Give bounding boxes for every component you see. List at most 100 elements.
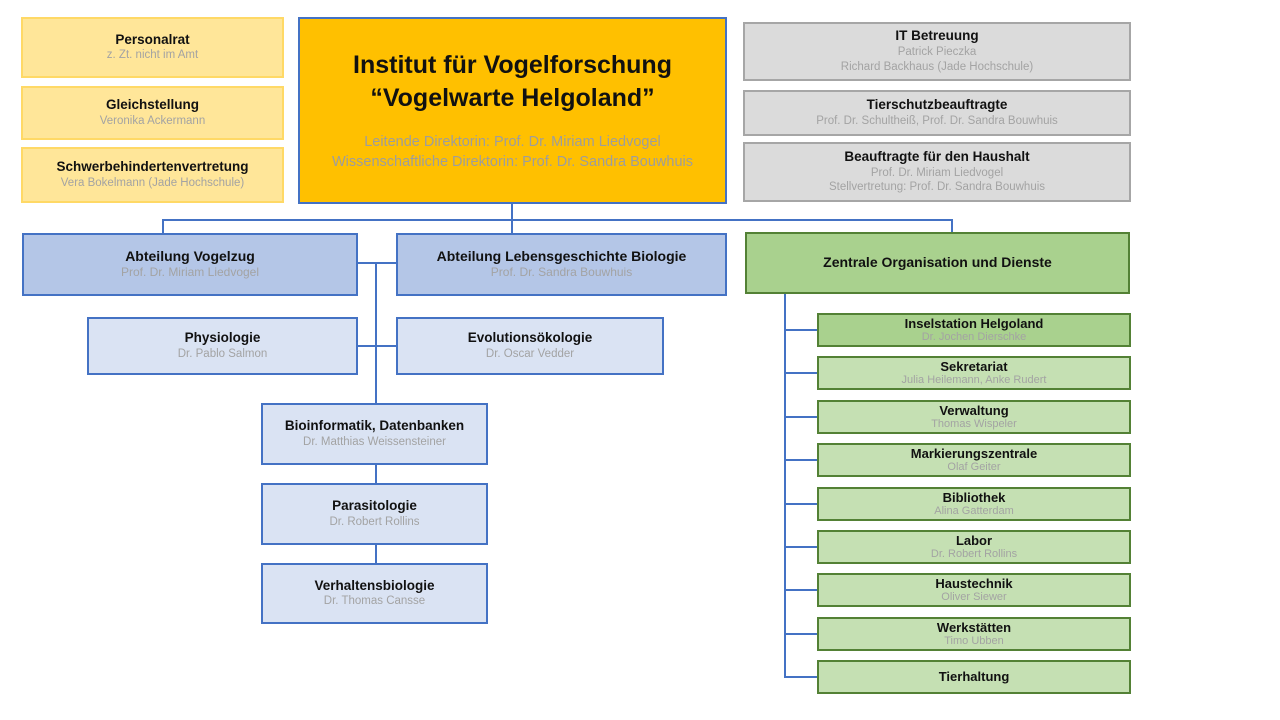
box-subtitle-group: Dr. Oscar Vedder (486, 347, 574, 362)
box-title: IT Betreuung (895, 28, 979, 44)
box-subtitle-group: Thomas Wispeler (931, 418, 1017, 431)
box-subtitle: Thomas Wispeler (931, 418, 1017, 431)
box-title-group: Gleichstellung (106, 97, 199, 114)
box-subtitle-group: Dr. Thomas Cansse (324, 594, 425, 609)
box-title-group: Verhaltensbiologie (314, 578, 434, 595)
box-title-group: Bioinformatik, Datenbanken (285, 418, 464, 435)
box-title: Werkstätten (936, 619, 1012, 635)
box-subtitle-group: Alina Gatterdam (934, 505, 1013, 518)
box-title-group: Beauftragte für den Haushalt (844, 149, 1029, 166)
box-title: Physiologie (184, 330, 261, 346)
connector-line (784, 676, 817, 678)
box-title: Gleichstellung (105, 97, 200, 113)
box-title: Schwerbehindertenvertretung (56, 159, 249, 175)
connector-line (358, 262, 396, 264)
box-title-group: Schwerbehindertenvertretung (56, 159, 248, 176)
connector-line (375, 465, 377, 483)
box-subtitle: Prof. Dr. Miriam Liedvogel (120, 265, 260, 280)
box-title: Verhaltensbiologie (314, 577, 435, 593)
box-subtitle: Oliver Siewer (941, 591, 1007, 604)
box-title: Tierhaltung (938, 669, 1010, 685)
box-subtitle: Timo Ubben (944, 635, 1004, 648)
box-title-group: Haustechnik (935, 576, 1012, 592)
box-title-group: Markierungszentrale (911, 446, 1037, 462)
org-box-institut: Institut für Vogelforschung“Vogelwarte H… (298, 17, 727, 204)
connector-line (951, 219, 953, 233)
box-subtitle-group: Dr. Robert Rollins (329, 515, 419, 530)
box-subtitle: Dr. Jochen Dierschke (921, 331, 1027, 344)
box-subtitle-group: Dr. Pablo Salmon (178, 347, 268, 362)
box-title-group: Physiologie (185, 330, 261, 347)
connector-line (784, 372, 817, 374)
box-title: Abteilung Lebensgeschichte Biologie (436, 247, 687, 264)
box-title-group: Evolutionsökologie (468, 330, 593, 347)
box-title: Evolutionsökologie (467, 330, 593, 346)
box-subtitle: Prof. Dr. Sandra Bouwhuis (490, 265, 633, 280)
box-title: Parasitologie (332, 498, 417, 514)
box-subtitle: Olaf Geiter (947, 461, 1001, 474)
connector-line (511, 204, 513, 233)
box-title-group: Verwaltung (939, 403, 1008, 419)
box-title-group: Bibliothek (943, 490, 1006, 506)
box-subtitle-group: Prof. Dr. Schultheiß, Prof. Dr. Sandra B… (816, 114, 1058, 129)
box-subtitle: Dr. Thomas Cansse (323, 595, 426, 608)
box-subtitle: Julia Heilemann, Anke Rudert (901, 374, 1047, 387)
box-subtitle-group: Veronika Ackermann (100, 114, 205, 129)
box-title-group: Sekretariat (940, 359, 1007, 375)
box-subtitle-group: Timo Ubben (944, 635, 1004, 648)
box-subtitle: Prof. Dr. Schultheiß, Prof. Dr. Sandra B… (816, 114, 1058, 127)
box-title: Personalrat (115, 31, 190, 47)
box-title-group: Werkstätten (937, 620, 1011, 636)
box-subtitle-group: Vera Bokelmann (Jade Hochschule) (61, 176, 244, 191)
box-title: Beauftragte für den Haushalt (844, 148, 1030, 164)
connector-line (358, 345, 396, 347)
box-title: Markierungszentrale (910, 445, 1038, 461)
box-subtitle: Dr. Robert Rollins (930, 548, 1018, 561)
connector-line (162, 219, 953, 221)
box-subtitle: Alina Gatterdam (934, 505, 1014, 518)
box-title-group: Tierschutzbeauftragte (867, 97, 1008, 114)
box-subtitle: Dr. Matthias Weissensteiner (303, 435, 446, 448)
box-title-group: Abteilung Vogelzug (125, 248, 255, 266)
box-title-group: Inselstation Helgoland (905, 316, 1044, 332)
connector-line (784, 294, 786, 678)
connector-line (784, 633, 817, 635)
box-subtitle: Veronika Ackermann (99, 114, 206, 127)
connector-line (375, 262, 377, 403)
box-subtitle-group: Prof. Dr. Sandra Bouwhuis (491, 265, 632, 281)
box-subtitle: Patrick Pieczka (897, 46, 977, 58)
box-subtitle-group: Olaf Geiter (947, 461, 1000, 474)
box-subtitle: Dr. Oscar Vedder (485, 347, 575, 360)
box-title: Bibliothek (942, 489, 1006, 505)
connector-line (784, 459, 817, 461)
box-title: Bioinformatik, Datenbanken (284, 418, 465, 434)
box-subtitle-group: Julia Heilemann, Anke Rudert (902, 374, 1047, 387)
connector-line (375, 545, 377, 563)
box-title-group: Labor (956, 533, 992, 549)
box-title: Institut für Vogelforschung (353, 50, 672, 79)
org-box-zentrale: Zentrale Organisation und Dienste (745, 232, 1130, 294)
box-title-group: IT Betreuung (895, 28, 978, 45)
box-title: Sekretariat (940, 358, 1008, 374)
box-title: Tierschutzbeauftragte (866, 97, 1008, 113)
box-title: Verwaltung (939, 402, 1009, 418)
box-subtitle: Dr. Pablo Salmon (177, 347, 268, 360)
box-subtitle-group: Leitende Direktorin: Prof. Dr. Miriam Li… (332, 133, 693, 172)
